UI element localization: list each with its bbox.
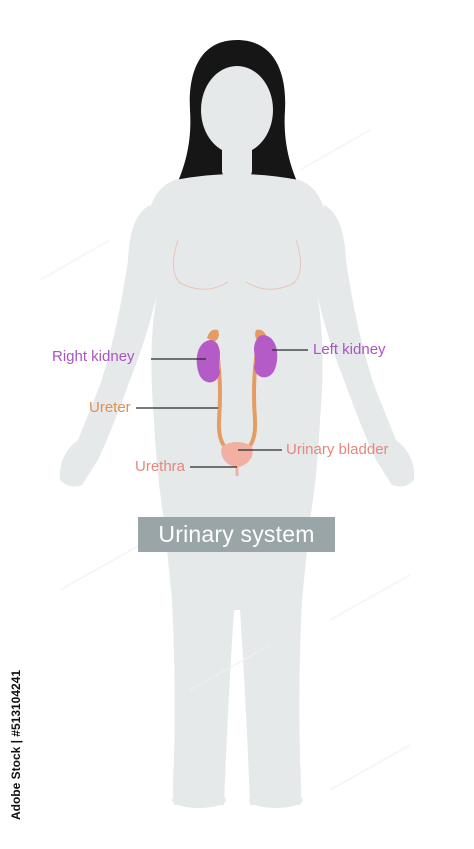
right-kidney-label: Right kidney — [52, 348, 135, 365]
body-silhouette — [59, 66, 415, 808]
right-adrenal — [207, 329, 219, 342]
urinary-bladder — [221, 442, 253, 468]
diagram-title: Urinary system — [138, 517, 335, 552]
left-kidney — [254, 335, 278, 378]
stock-watermark-pattern — [39, 129, 411, 791]
urethra-label: Urethra — [135, 458, 186, 475]
stock-watermark: Adobe Stock | #513104241 — [5, 655, 27, 835]
left-kidney-label: Left kidney — [313, 341, 386, 358]
stock-watermark-text: Adobe Stock | #513104241 — [9, 669, 24, 821]
ureter-label: Ureter — [89, 399, 131, 416]
right-kidney — [196, 340, 220, 383]
leader-lines — [136, 349, 308, 468]
chest-contour — [173, 239, 301, 290]
urinary-bladder-label: Urinary bladder — [286, 441, 389, 458]
